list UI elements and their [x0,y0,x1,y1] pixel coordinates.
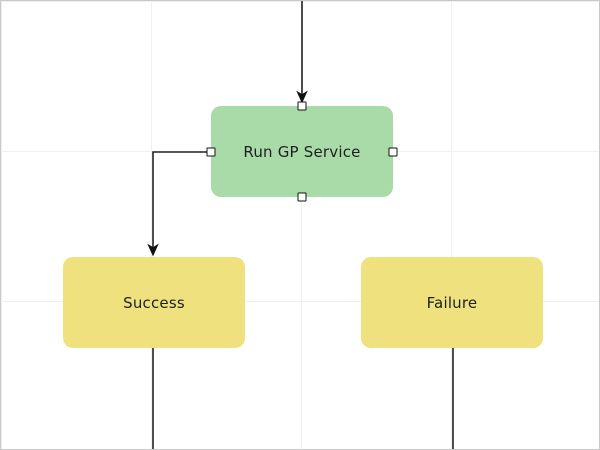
connection-handle-left-run-gp-service[interactable] [206,147,216,156]
node-label-run-gp-service: Run GP Service [243,142,361,161]
connection-handle-bottom-run-gp-service[interactable] [297,192,307,202]
connection-handle-top-run-gp-service[interactable] [297,101,307,111]
node-label-failure: Failure [426,293,478,312]
node-run-gp-service[interactable]: Run GP Service [206,101,398,202]
node-label-success: Success [123,293,185,312]
edges-group [147,1,454,449]
edge-edge-run-gp-service-to-success[interactable] [147,151,210,257]
node-success[interactable]: Success [63,257,245,348]
node-failure[interactable]: Failure [361,257,543,348]
connection-handle-right-run-gp-service[interactable] [388,147,398,156]
